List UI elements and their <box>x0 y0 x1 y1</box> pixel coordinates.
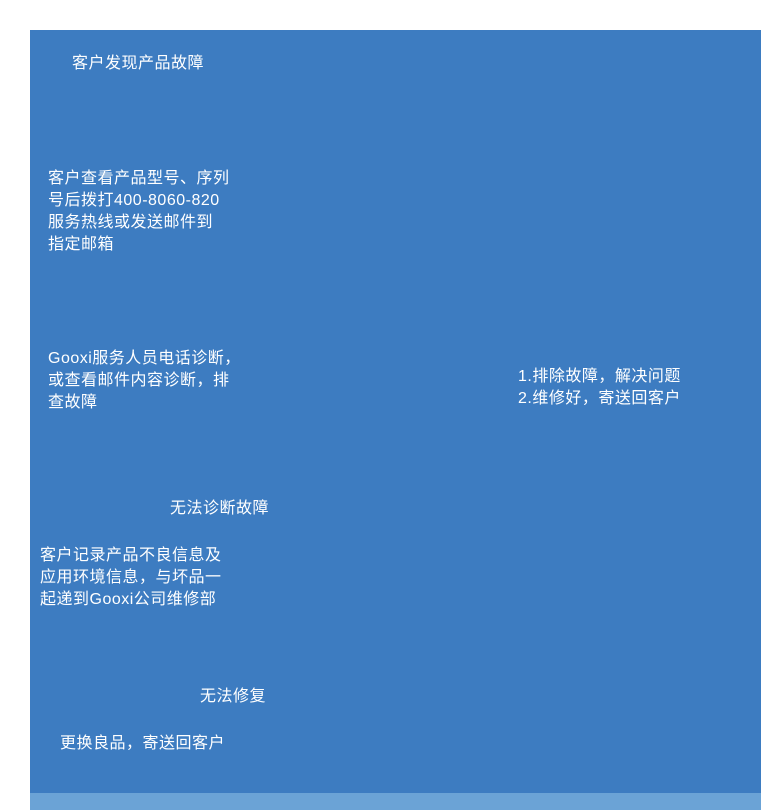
flow-step-record-and-send: 客户记录产品不良信息及 应用环境信息，与坏品一 起递到Gooxi公司维修部 <box>40 547 222 608</box>
flow-step-phone-diagnose: Gooxi服务人员电话诊断， 或查看邮件内容诊断，排 查故障 <box>48 350 241 411</box>
flow-step-replace-return: 更换良品，寄送回客户 <box>60 735 226 752</box>
flow-label-cannot-repair: 无法修复 <box>200 688 267 705</box>
flow-label-cannot-diagnose: 无法诊断故障 <box>170 500 270 517</box>
flowchart-panel <box>30 30 761 810</box>
flow-step-contact-service: 客户查看产品型号、序列 号后拨打400-8060-820 服务热线或发送邮件到 … <box>48 170 230 253</box>
panel-footer-strip <box>30 793 761 810</box>
flow-step-resolved-return: 1.排除故障，解决问题 2.维修好，寄送回客户 <box>518 368 681 407</box>
flow-step-discover-fault: 客户发现产品故障 <box>72 55 205 72</box>
